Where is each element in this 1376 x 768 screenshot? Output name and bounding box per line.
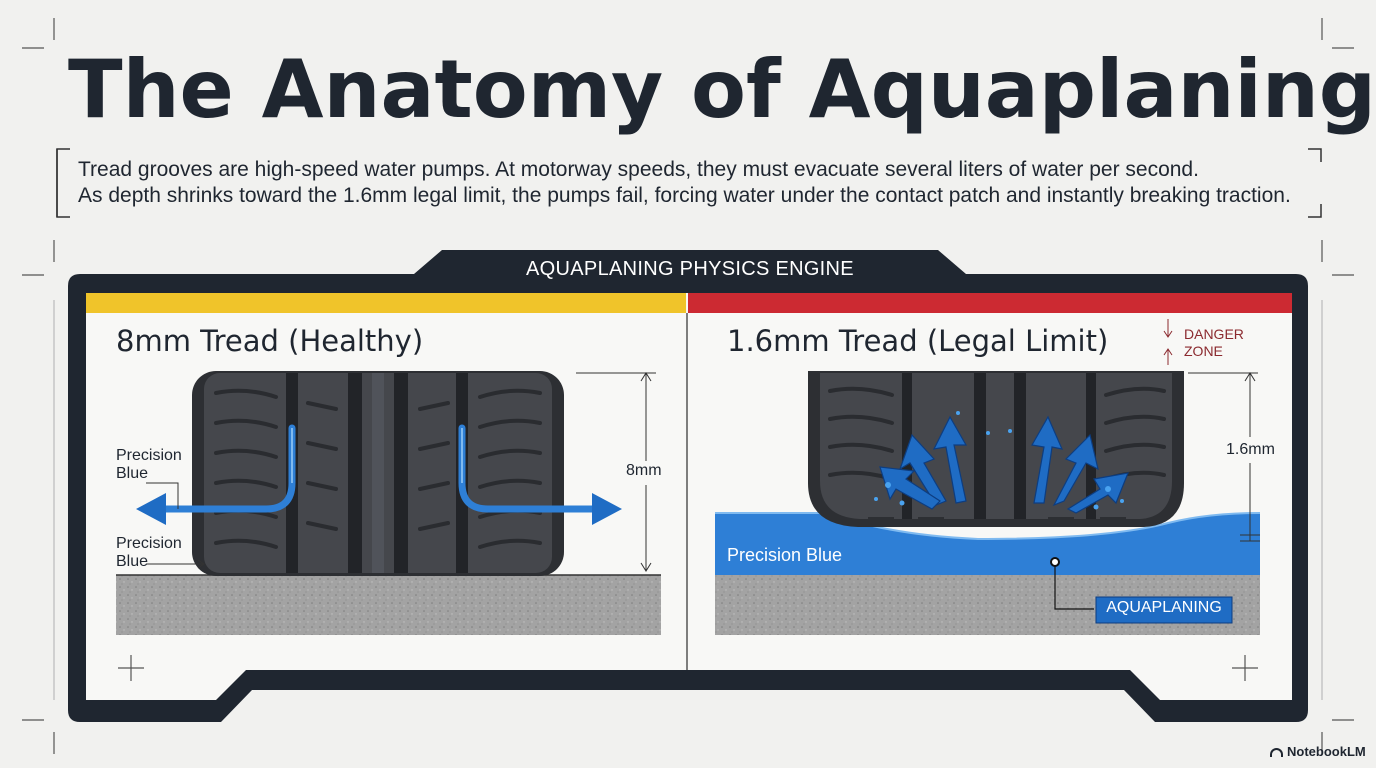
left-water-arrowhead [136,493,166,525]
description-line-2: As depth shrinks toward the 1.6mm legal … [78,184,1291,207]
danger-zone-line-1: DANGER [1184,326,1244,342]
healthy-tire [192,371,564,576]
danger-zone-line-2: ZONE [1184,343,1223,359]
limit-panel-title: 1.6mm Tread (Legal Limit) [727,324,1109,358]
brand-name: NotebookLM [1287,744,1366,759]
aquaplaning-label: AQUAPLANING [1106,599,1222,616]
description-brackets [56,148,1322,218]
brand-icon [1270,748,1283,757]
brand-mark: NotebookLM [1270,744,1366,759]
healthy-label-upper: Precision Blue [116,447,182,482]
limit-diagram [715,319,1261,635]
healthy-label-lower: Precision Blue [116,535,182,570]
limit-accent-bar [688,293,1292,313]
page-title: The Anatomy of Aquaplaning [68,43,1376,136]
danger-zone-label: DANGER ZONE [1184,326,1244,360]
right-water-arrowhead [592,493,622,525]
water-layer [715,513,1260,575]
healthy-diagram [116,371,661,635]
healthy-accent-bar [86,293,686,313]
aquaplaning-tag [1095,596,1233,624]
description-line-1: Tread grooves are high-speed water pumps… [78,158,1199,181]
healthy-depth-label: 8mm [626,462,662,479]
limit-tire [808,371,1184,527]
limit-depth-label: 1.6mm [1226,441,1275,458]
spray-arrows [879,415,1129,514]
description-box: Tread grooves are high-speed water pumps… [56,148,1322,218]
healthy-panel-title: 8mm Tread (Healthy) [116,324,424,358]
engine-label: AQUAPLANING PHYSICS ENGINE [526,258,854,280]
road-surface [116,575,661,635]
water-label: Precision Blue [727,545,843,565]
